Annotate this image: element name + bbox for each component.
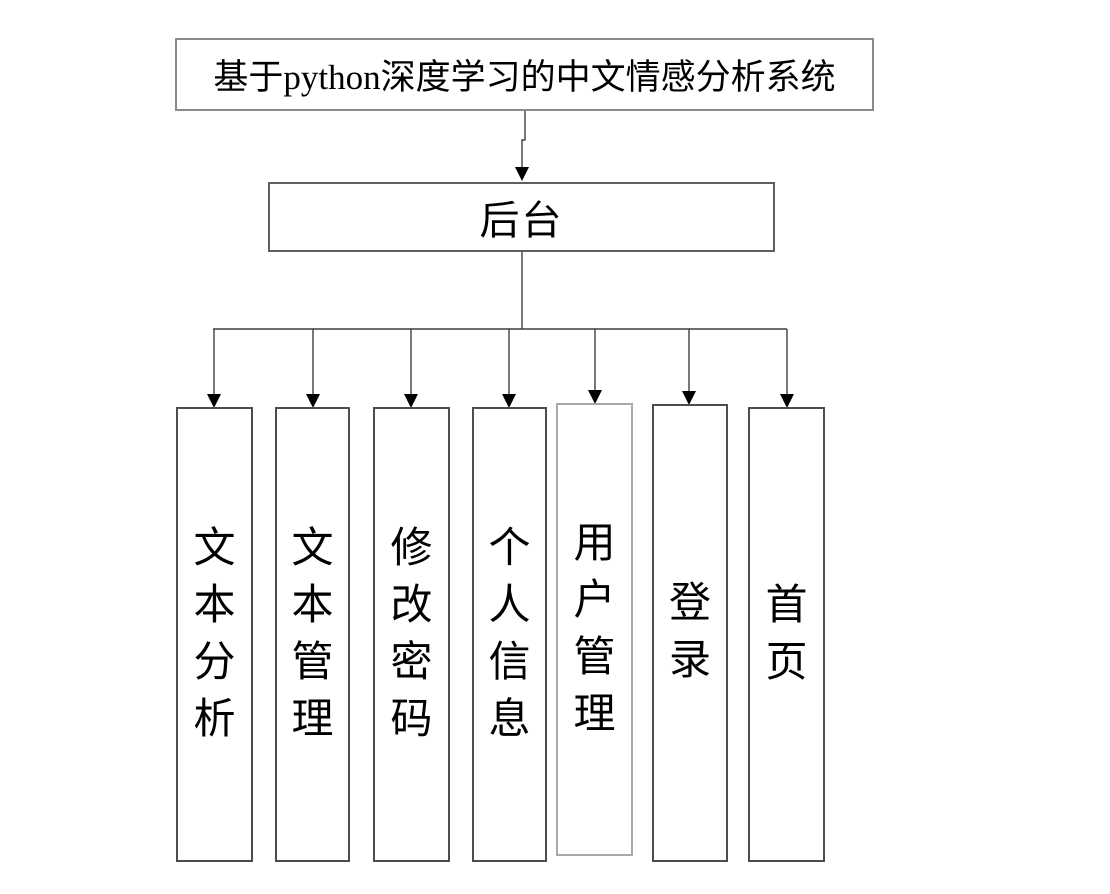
leaf-box-user-management: 用 户 管 理 bbox=[556, 403, 633, 856]
leaf-box-text-analysis: 文 本 分 析 bbox=[176, 407, 253, 862]
backend-box: 后台 bbox=[268, 182, 775, 252]
arrowhead-icon bbox=[515, 167, 529, 181]
leaf-box-change-password: 修 改 密 码 bbox=[373, 407, 450, 862]
arrowhead-icon bbox=[588, 390, 602, 404]
leaf-box-login: 登 录 bbox=[652, 404, 728, 862]
arrowhead-icon bbox=[207, 394, 221, 408]
title-label: 基于python深度学习的中文情感分析系统 bbox=[213, 58, 836, 97]
arrowhead-icon bbox=[306, 394, 320, 408]
arrowhead-icon bbox=[780, 394, 794, 408]
leaf-box-home: 首 页 bbox=[748, 407, 825, 862]
arrowhead-icon bbox=[502, 394, 516, 408]
connector-title-to-backend bbox=[521, 111, 526, 168]
title-box: 基于python深度学习的中文情感分析系统 bbox=[175, 38, 874, 111]
arrowhead-icon bbox=[404, 394, 418, 408]
leaf-box-personal-info: 个 人 信 息 bbox=[472, 407, 547, 862]
leaf-box-text-management: 文 本 管 理 bbox=[275, 407, 350, 862]
arrowhead-icon bbox=[682, 391, 696, 405]
backend-label: 后台 bbox=[479, 198, 564, 243]
